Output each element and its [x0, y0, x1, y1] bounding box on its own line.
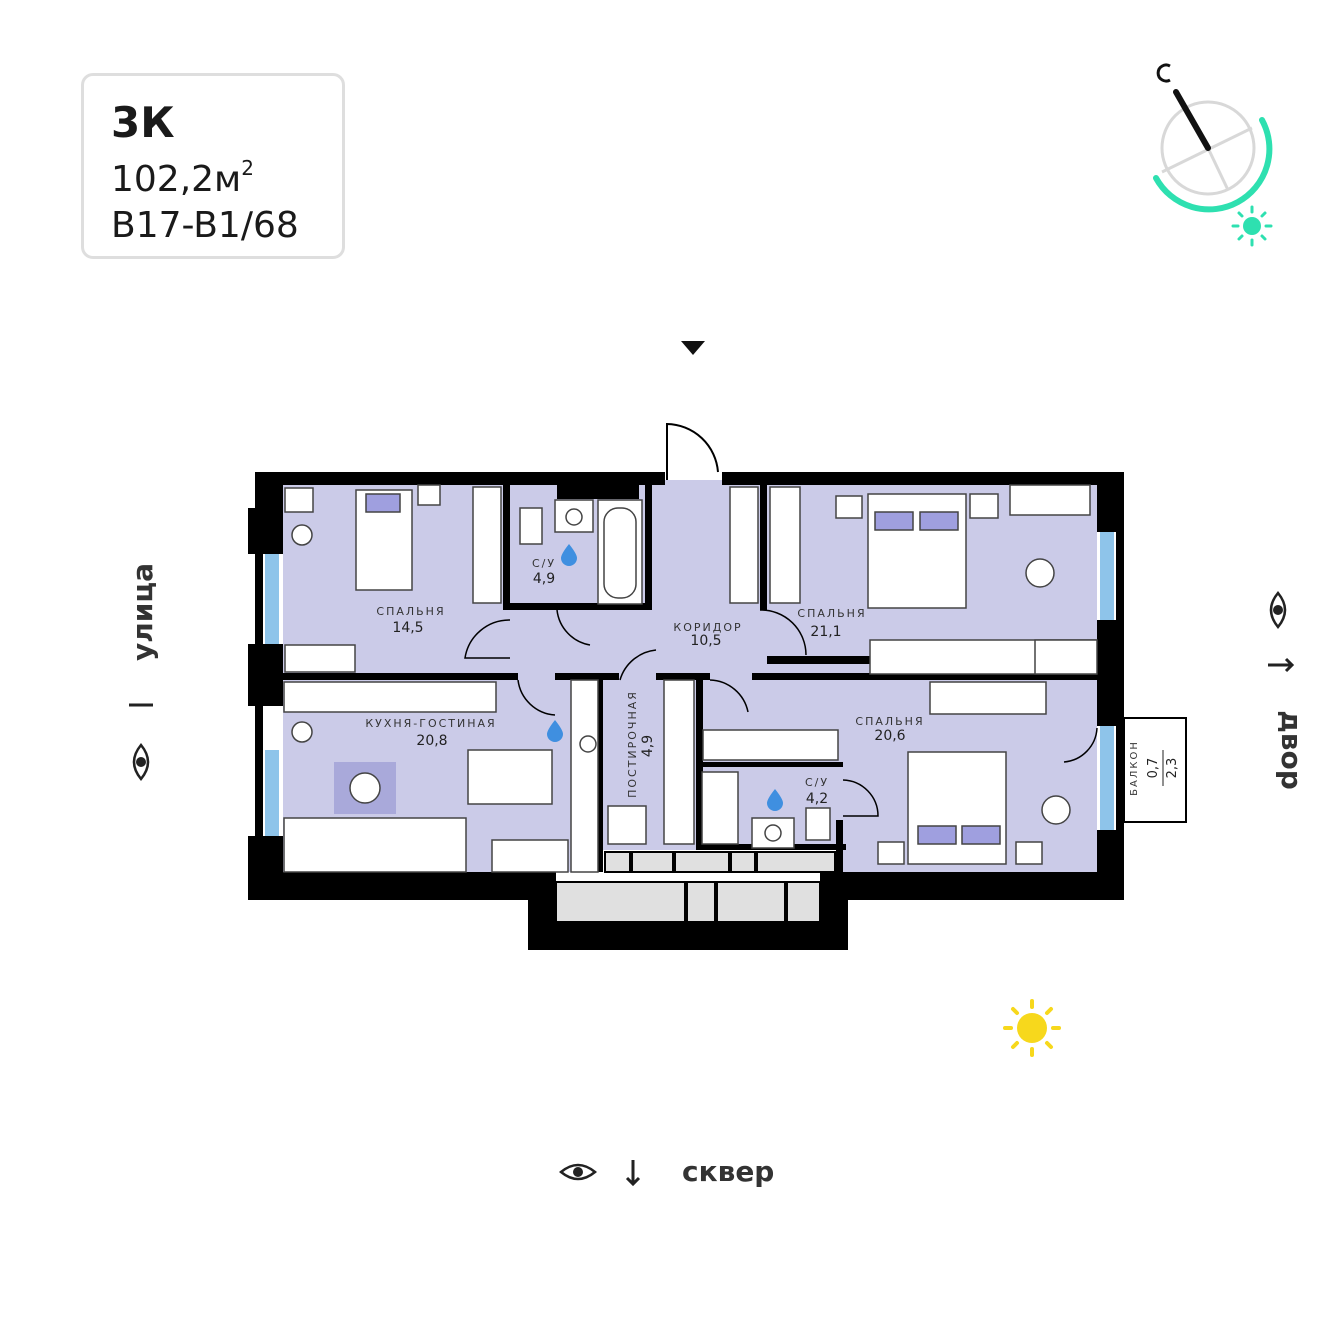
- room-area-kitchen: 20,8: [416, 733, 447, 749]
- room-name-bath-2: С/У: [805, 776, 829, 789]
- arrow-icon: [1268, 657, 1295, 673]
- room-area-bedroom-3: 20,6: [874, 728, 905, 744]
- eye-icon: [559, 1163, 597, 1181]
- apartment-area-value: 102,2м: [111, 159, 242, 200]
- furniture-pantry: [607, 679, 695, 845]
- room-area-pantry: 4,9: [640, 735, 656, 757]
- compass-icon: [1153, 63, 1273, 213]
- room-name-balcony: БАЛКОН: [1129, 740, 1140, 796]
- entrance-marker-icon: [681, 341, 705, 355]
- room-name-bedroom-2: СПАЛЬНЯ: [797, 607, 866, 620]
- water-drop-icon: [547, 544, 783, 811]
- apartment-info-card: 3К 102,2м2 B17-B1/68: [81, 73, 345, 259]
- direction-left-label: улица: [126, 563, 159, 661]
- room-name-pantry: ПОСТИРОЧНАЯ: [626, 690, 639, 798]
- door-arcs: [464, 609, 1098, 817]
- room-area-bath-2: 4,2: [806, 791, 828, 807]
- apartment-area-unit-sup: 2: [241, 156, 254, 180]
- block-dividers: [629, 852, 788, 922]
- apartment-type: 3К: [111, 98, 175, 147]
- furniture-bedroom-1: [284, 484, 502, 673]
- sun-teal-icon: [1231, 205, 1273, 247]
- entrance-door: [666, 422, 719, 480]
- sun-yellow-icon: [1003, 999, 1061, 1057]
- windows: [265, 532, 1114, 836]
- direction-right-label: двор: [1275, 710, 1308, 790]
- room-area-balcony-bottom: 2,3: [1165, 758, 1180, 779]
- room-name-bedroom-3: СПАЛЬНЯ: [855, 715, 924, 728]
- eye-icon: [132, 743, 150, 781]
- room-area-bedroom-2: 21,1: [810, 624, 841, 640]
- balcony: [1123, 717, 1187, 823]
- arrow-icon: [625, 1160, 641, 1187]
- room-name-bath-1: С/У: [532, 557, 556, 570]
- furniture-kitchen: [283, 679, 599, 873]
- room-area-corridor: 10,5: [690, 633, 721, 649]
- apartment-code: B17-B1/68: [111, 205, 299, 246]
- room-name-corridor: КОРИДОР: [673, 621, 742, 634]
- room-name-bedroom-1: СПАЛЬНЯ: [376, 605, 445, 618]
- room-area-bedroom-1: 14,5: [392, 620, 423, 636]
- furniture-bedroom-2: [729, 484, 1098, 675]
- room-area-bath-1: 4,9: [533, 571, 555, 587]
- furniture-bath-1: [519, 499, 643, 605]
- room-area-balcony-top: 0,7: [1146, 758, 1161, 779]
- direction-bottom-label: сквер: [682, 1155, 774, 1188]
- furniture-bedroom-3: [877, 681, 1071, 865]
- room-name-kitchen: КУХНЯ-ГОСТИНАЯ: [365, 717, 496, 730]
- furniture-bath-2: [701, 729, 839, 849]
- eye-icon: [1269, 591, 1287, 629]
- apartment-area: 102,2м2: [111, 156, 254, 200]
